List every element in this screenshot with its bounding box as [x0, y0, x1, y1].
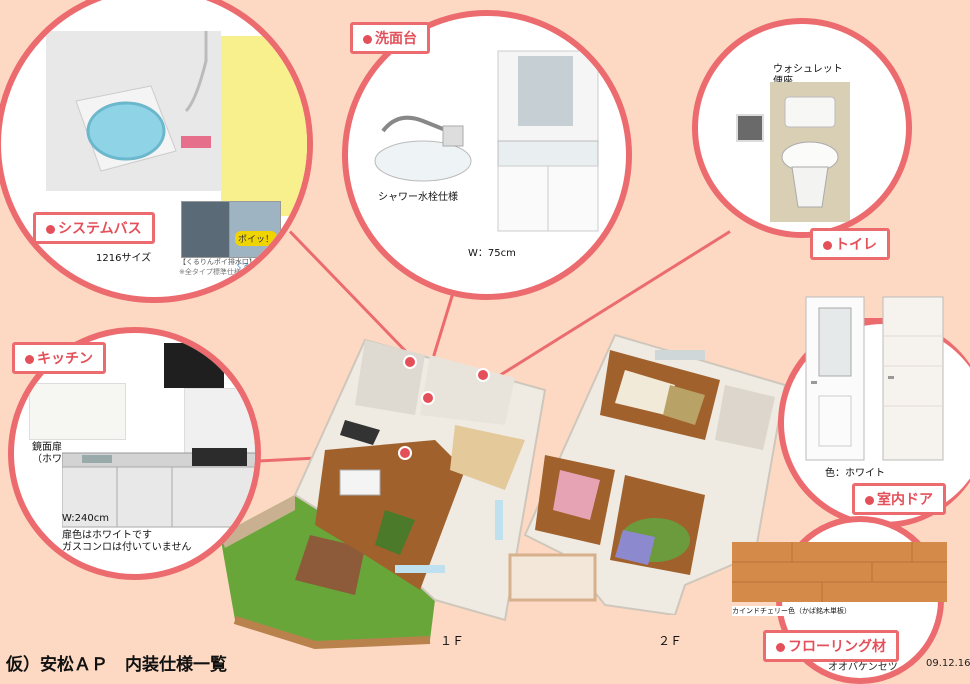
issue-date: 09.12.16	[926, 658, 970, 669]
tag-flooring: フローリング材	[763, 630, 899, 662]
washbasin-illustration	[497, 50, 599, 232]
door-color: 色：ホワイト	[825, 468, 885, 479]
kitchen-note-line1: 扉色はホワイトです	[62, 530, 152, 541]
drain-note: ※全タイプ標準仕様	[179, 268, 241, 276]
mirror-door-photo	[29, 383, 126, 440]
bullet-icon	[46, 224, 55, 234]
kitchen-note-line2: ガスコンロは付いていません	[62, 542, 192, 553]
plan-label-1f: １Ｆ	[440, 634, 465, 648]
bullet-icon	[363, 34, 372, 44]
drain-photo-2	[229, 201, 281, 258]
faucet-note: シャワー水栓仕様	[378, 192, 458, 203]
floor-plan-1f	[220, 338, 547, 650]
plan-label-2f: ２Ｆ	[658, 634, 683, 648]
poi-badge: ポイッ！	[235, 231, 278, 246]
bullet-icon	[823, 240, 832, 250]
tag-door: 室内ドア	[852, 483, 946, 515]
bullet-icon	[865, 495, 874, 505]
tag-washbasin: 洗面台	[350, 22, 430, 54]
washbasin-circle: シャワー水栓仕様 W：75cm	[342, 10, 632, 300]
kitchen-width: W:240cm	[62, 513, 109, 524]
drain-caption: 【くるりんポイ排水口】	[179, 258, 256, 266]
door-illustration-panel	[882, 296, 944, 461]
faucet-illustration	[374, 115, 472, 182]
flooring-caption: カインドチェリー色（かば銘木単板）	[732, 606, 851, 616]
toilet-note-line1: ウォシュレット	[773, 64, 843, 75]
floor-plan-2f	[508, 333, 787, 615]
toilet-note-line2: 便座	[773, 76, 793, 87]
tag-bath: システムバス	[33, 212, 155, 244]
mirror-door-line1: 鏡面扉	[32, 442, 62, 453]
bath-wall	[221, 36, 307, 216]
flooring-sample	[732, 542, 947, 602]
tag-toilet: トイレ	[810, 228, 890, 260]
bath-tub-illustration	[46, 31, 221, 191]
drain-photo-1	[181, 201, 231, 258]
kitchen-hood	[164, 343, 224, 388]
toilet-remote	[736, 114, 764, 142]
bath-size: 1216サイズ	[96, 253, 152, 264]
company-name: オオバケンセツ	[828, 662, 898, 673]
toilet-circle: ウォシュレット 便座	[692, 18, 912, 238]
page-title: 仮）安松ＡＰ 内装仕様一覧	[6, 655, 227, 675]
bath-circle: ポイッ！ 【くるりんポイ排水口】 ※全タイプ標準仕様 くるりんポイ 1216サイ…	[0, 0, 313, 303]
tag-kitchen: キッチン	[12, 342, 106, 374]
door-illustration-glass	[805, 296, 865, 461]
kitchen-counter-illustration	[62, 448, 255, 528]
bullet-icon	[776, 642, 785, 652]
drain-brand: くるりんポイ	[236, 262, 278, 270]
toilet-illustration	[770, 82, 850, 222]
washbasin-width: W：75cm	[468, 248, 516, 259]
bullet-icon	[25, 354, 34, 364]
